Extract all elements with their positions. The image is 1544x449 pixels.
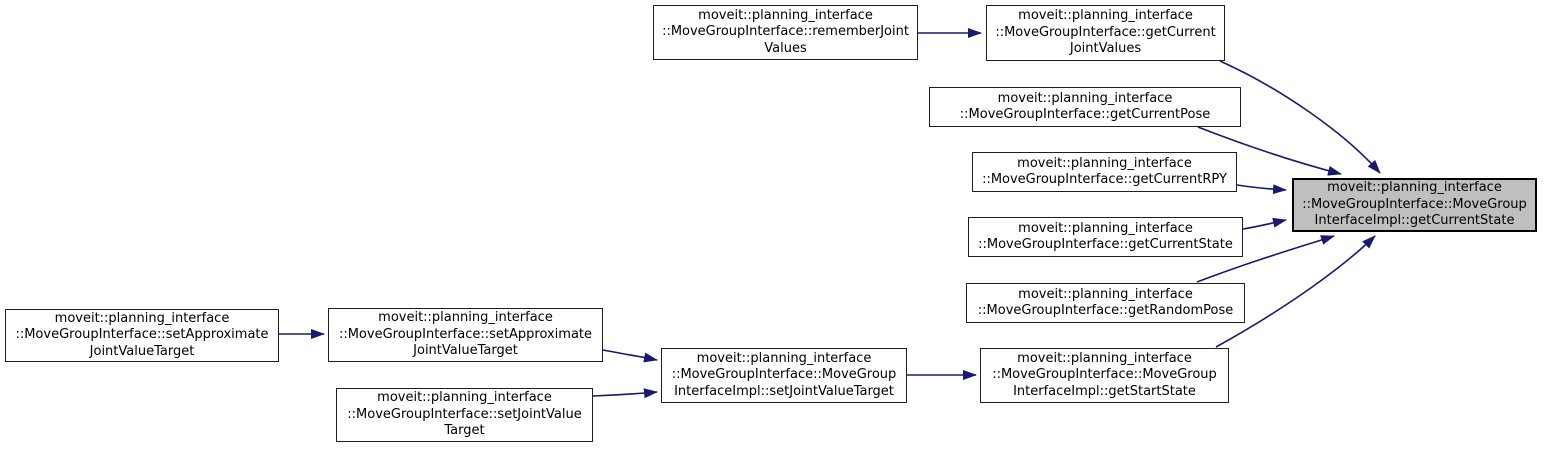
node-get-random-pose[interactable]: moveit::planning_interface ::MoveGroupIn… [966,283,1245,323]
node-get-current-joint-values[interactable]: moveit::planning_interface ::MoveGroupIn… [986,5,1225,61]
node-set-approximate-jvt-caller[interactable]: moveit::planning_interface ::MoveGroupIn… [5,309,279,362]
node-set-joint-value-target[interactable]: moveit::planning_interface ::MoveGroupIn… [336,388,593,442]
edge-getRandomPose-to-implGetCurrentState [1196,235,1335,283]
edge-getCurrentRPY-to-implGetCurrentState [1236,184,1287,195]
node-get-current-rpy[interactable]: moveit::planning_interface ::MoveGroupIn… [972,152,1237,192]
edge-getCurrentJointValues-to-implGetCurrentState [1219,60,1381,174]
node-remember-joint-values[interactable]: moveit::planning_interface ::MoveGroupIn… [653,5,918,60]
node-impl-get-current-state-highlighted: moveit::planning_interface ::MoveGroupIn… [1292,178,1537,232]
node-set-approximate-jvt[interactable]: moveit::planning_interface ::MoveGroupIn… [328,308,603,362]
node-impl-set-joint-value-target[interactable]: moveit::planning_interface ::MoveGroupIn… [661,348,907,403]
node-get-current-state[interactable]: moveit::planning_interface ::MoveGroupIn… [968,217,1243,257]
edge-getCurrentState-to-implGetCurrentState [1242,217,1287,230]
edge-implGetStartState-to-implGetCurrentState [1215,235,1376,348]
edge-setJointValueTarget-to-implSetJointValueTarget [592,388,658,399]
node-get-current-pose[interactable]: moveit::planning_interface ::MoveGroupIn… [929,87,1241,127]
node-impl-get-start-state[interactable]: moveit::planning_interface ::MoveGroupIn… [980,348,1229,403]
edge-setApproximate-to-implSetJointValueTarget [602,349,658,363]
edge-getCurrentPose-to-implGetCurrentState [1197,126,1342,176]
